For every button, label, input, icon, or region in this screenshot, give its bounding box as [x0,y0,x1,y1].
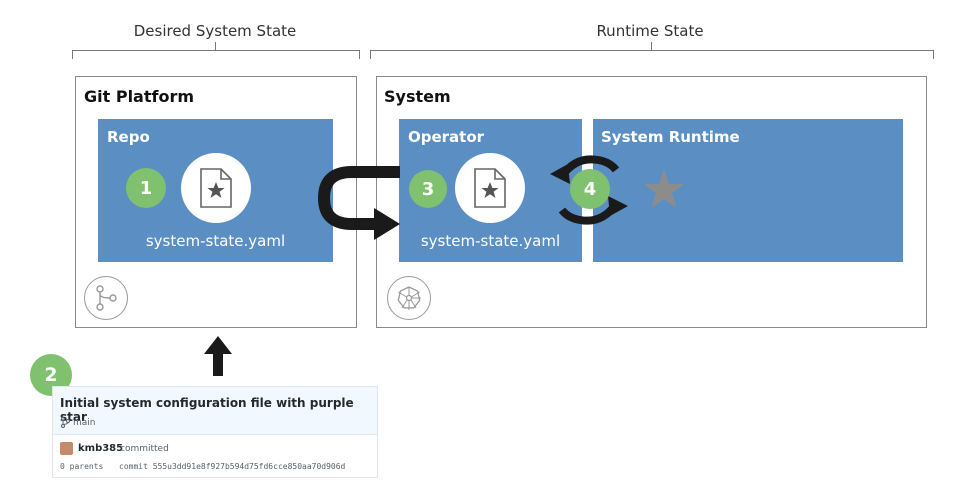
avatar [60,442,73,455]
sync-arrows-icon [550,155,628,225]
git-branch-icon [84,276,128,320]
star-icon [644,170,684,208]
commit-author[interactable]: kmb385 [78,443,124,454]
commit-parents: 0 parents [60,462,104,471]
operator-box: Operator 3 system-state.yaml [399,119,582,262]
branch-icon [61,417,70,428]
operator-document-circle [455,153,525,223]
runtime-state-label: Runtime State [596,22,704,40]
document-star-icon [474,168,506,208]
step-badge-1: 1 [126,168,166,208]
step-badge-4: 4 [570,169,610,209]
system-runtime-box: System Runtime [593,119,903,262]
repo-box: Repo 1 system-state.yaml [98,119,333,262]
loop-arrow-icon [317,166,400,240]
helm-wheel-icon [387,276,431,320]
system-runtime-title: System Runtime [601,128,740,146]
branch-name[interactable]: main [73,418,96,428]
commit-message[interactable]: Initial system configuration file with p… [60,396,354,424]
commit-action: committed [120,444,169,454]
runtime-state-bracket-tick [651,42,652,50]
repo-file-label: system-state.yaml [145,232,286,250]
document-circle [181,153,251,223]
arrow-up-icon [204,336,232,376]
system-title: System [384,87,451,106]
desired-state-bracket-tick [215,42,216,50]
document-star-icon [200,168,232,208]
desired-state-bracket [72,50,360,59]
runtime-state-bracket [370,50,934,59]
commit-hash[interactable]: commit 555u3dd91e8f927b594d75fd6cce850aa… [119,462,346,471]
step-badge-3: 3 [409,170,447,208]
operator-title: Operator [408,128,485,146]
desired-state-label: Desired System State [133,22,297,40]
git-platform-title: Git Platform [84,87,195,106]
commit-header: Initial system configuration file with p… [53,387,377,435]
operator-file-label: system-state.yaml [420,232,561,250]
commit-card: Initial system configuration file with p… [52,386,378,478]
repo-title: Repo [107,128,150,146]
